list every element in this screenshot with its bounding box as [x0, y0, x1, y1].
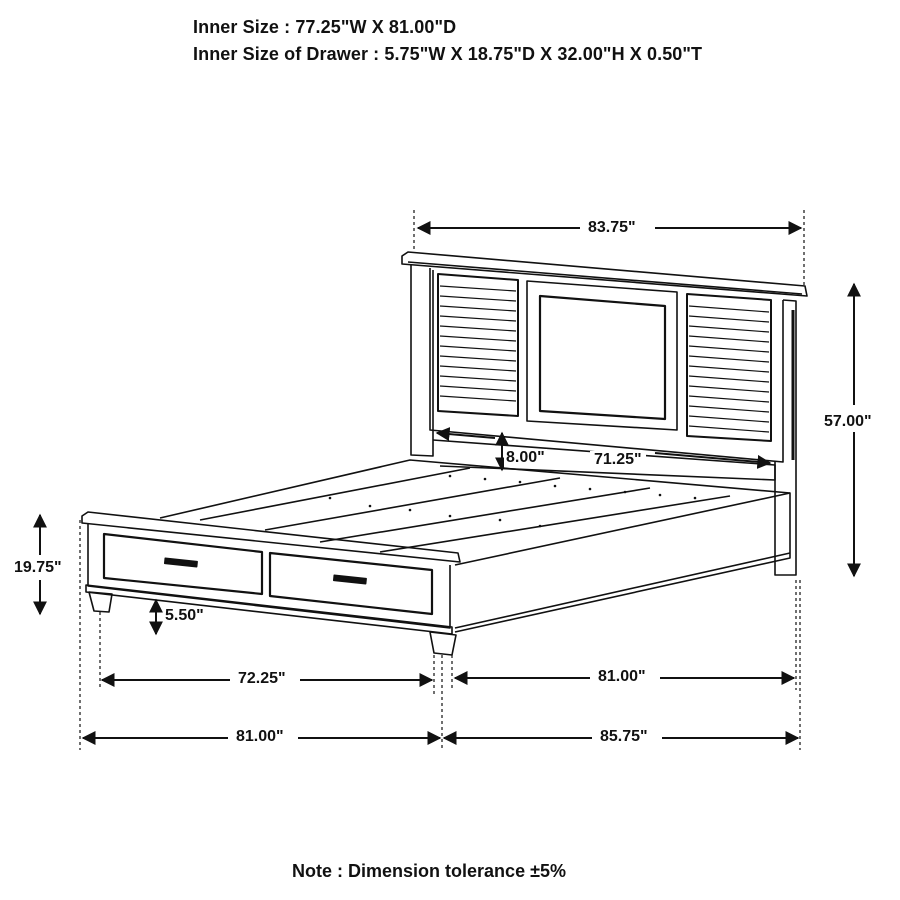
dim-overall-length: 85.75": [596, 728, 652, 746]
dim-footboard-inner-length: 72.25": [234, 670, 290, 688]
drawer-inner-size-spec: Inner Size of Drawer : 5.75"W X 18.75"D …: [193, 44, 703, 64]
dim-headboard-height: 57.00": [824, 413, 872, 431]
dim-footboard-height: 19.75": [14, 559, 62, 577]
dim-headboard-width: 83.75": [584, 219, 640, 237]
inner-size-spec: Inner Size : 77.25"W X 81.00"D: [193, 17, 457, 37]
dim-side-inner-length: 81.00": [594, 668, 650, 686]
dim-rail-inner-width: 71.25": [590, 451, 646, 469]
dim-clearance-height: 8.00": [504, 449, 547, 467]
dimension-tolerance-note: Note : Dimension tolerance ±5%: [292, 861, 566, 881]
dim-leg-height: 5.50": [163, 607, 206, 625]
dim-overall-width: 81.00": [232, 728, 288, 746]
